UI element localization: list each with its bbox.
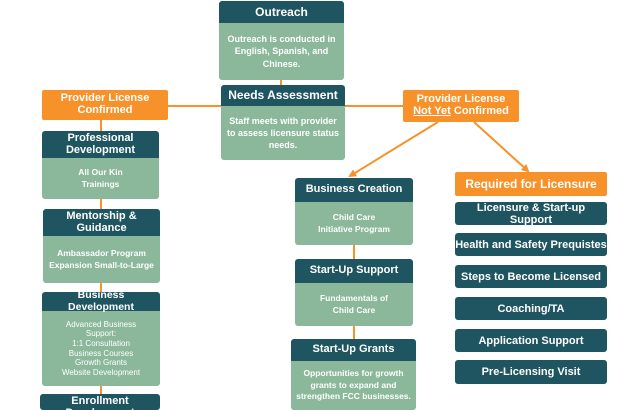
provider-license-confirmed-box: Provider License Confirmed bbox=[42, 90, 168, 120]
business-creation-node: Business Creation Child Care Initiative … bbox=[295, 178, 413, 245]
needs-assessment-title: Needs Assessment bbox=[221, 85, 345, 106]
start-up-support-title: Start-Up Support bbox=[295, 259, 413, 283]
business-development-node: Business Development Advanced Business S… bbox=[42, 292, 160, 386]
business-creation-title: Business Creation bbox=[295, 178, 413, 202]
licensure-item-health-safety: Health and Safety Prequistes bbox=[455, 233, 607, 256]
not-yet-text: Not Yet bbox=[413, 105, 451, 117]
business-development-title: Business Development bbox=[42, 292, 160, 312]
not-confirmed-line2: Not Yet Confirmed bbox=[413, 105, 509, 118]
start-up-grants-title: Start-Up Grants bbox=[291, 339, 416, 361]
licensure-item-coaching-ta: Coaching/TA bbox=[455, 297, 607, 320]
enrollment-development-title: Enrollment Development bbox=[40, 394, 160, 410]
mentorship-guidance-text: Ambassador Program Expansion Small-to-La… bbox=[43, 236, 160, 283]
enrollment-development-node: Enrollment Development bbox=[40, 394, 160, 410]
mentorship-guidance-node: Mentorship & Guidance Ambassador Program… bbox=[43, 209, 160, 283]
confirmed-line1: Provider License bbox=[60, 92, 150, 105]
licensure-item-startup-support: Licensure & Start-up Support bbox=[455, 202, 607, 226]
start-up-support-text: Fundamentals of Child Care bbox=[295, 283, 413, 326]
needs-assessment-node: Needs Assessment Staff meets with provid… bbox=[221, 85, 345, 160]
licensure-item-steps-licensed: Steps to Become Licensed bbox=[455, 265, 607, 288]
outreach-text: Outreach is conducted in English, Spanis… bbox=[219, 23, 344, 80]
required-for-licensure-box: Required for Licensure bbox=[455, 172, 607, 196]
licensure-item-pre-licensing-visit: Pre-Licensing Visit bbox=[455, 360, 607, 384]
outreach-title: Outreach bbox=[219, 1, 344, 23]
connector-notconfirmed-business bbox=[348, 121, 439, 178]
confirmed-line2: Confirmed bbox=[77, 104, 133, 116]
required-for-licensure-title: Required for Licensure bbox=[465, 176, 597, 191]
needs-assessment-text: Staff meets with provider to assess lice… bbox=[221, 106, 345, 160]
not-confirmed-line1: Provider License bbox=[416, 93, 506, 106]
start-up-grants-text: Opportunities for growth grants to expan… bbox=[291, 361, 416, 410]
start-up-support-node: Start-Up Support Fundamentals of Child C… bbox=[295, 259, 413, 326]
professional-development-title: Professional Development bbox=[42, 131, 159, 158]
confirmed-rest-text: Confirmed bbox=[450, 105, 509, 117]
outreach-node: Outreach Outreach is conducted in Englis… bbox=[219, 1, 344, 80]
start-up-grants-node: Start-Up Grants Opportunities for growth… bbox=[291, 339, 416, 410]
connector-notconfirmed-licensure bbox=[473, 121, 530, 173]
professional-development-text: All Our Kin Trainings bbox=[42, 158, 159, 199]
licensure-item-application-support: Application Support bbox=[455, 329, 607, 352]
mentorship-guidance-title: Mentorship & Guidance bbox=[43, 209, 160, 236]
business-creation-text: Child Care Initiative Program bbox=[295, 202, 413, 245]
business-development-text: Advanced Business Support: 1:1 Consultat… bbox=[42, 311, 160, 386]
provider-license-not-confirmed-box: Provider License Not Yet Confirmed bbox=[403, 90, 519, 122]
professional-development-node: Professional Development All Our Kin Tra… bbox=[42, 131, 159, 199]
